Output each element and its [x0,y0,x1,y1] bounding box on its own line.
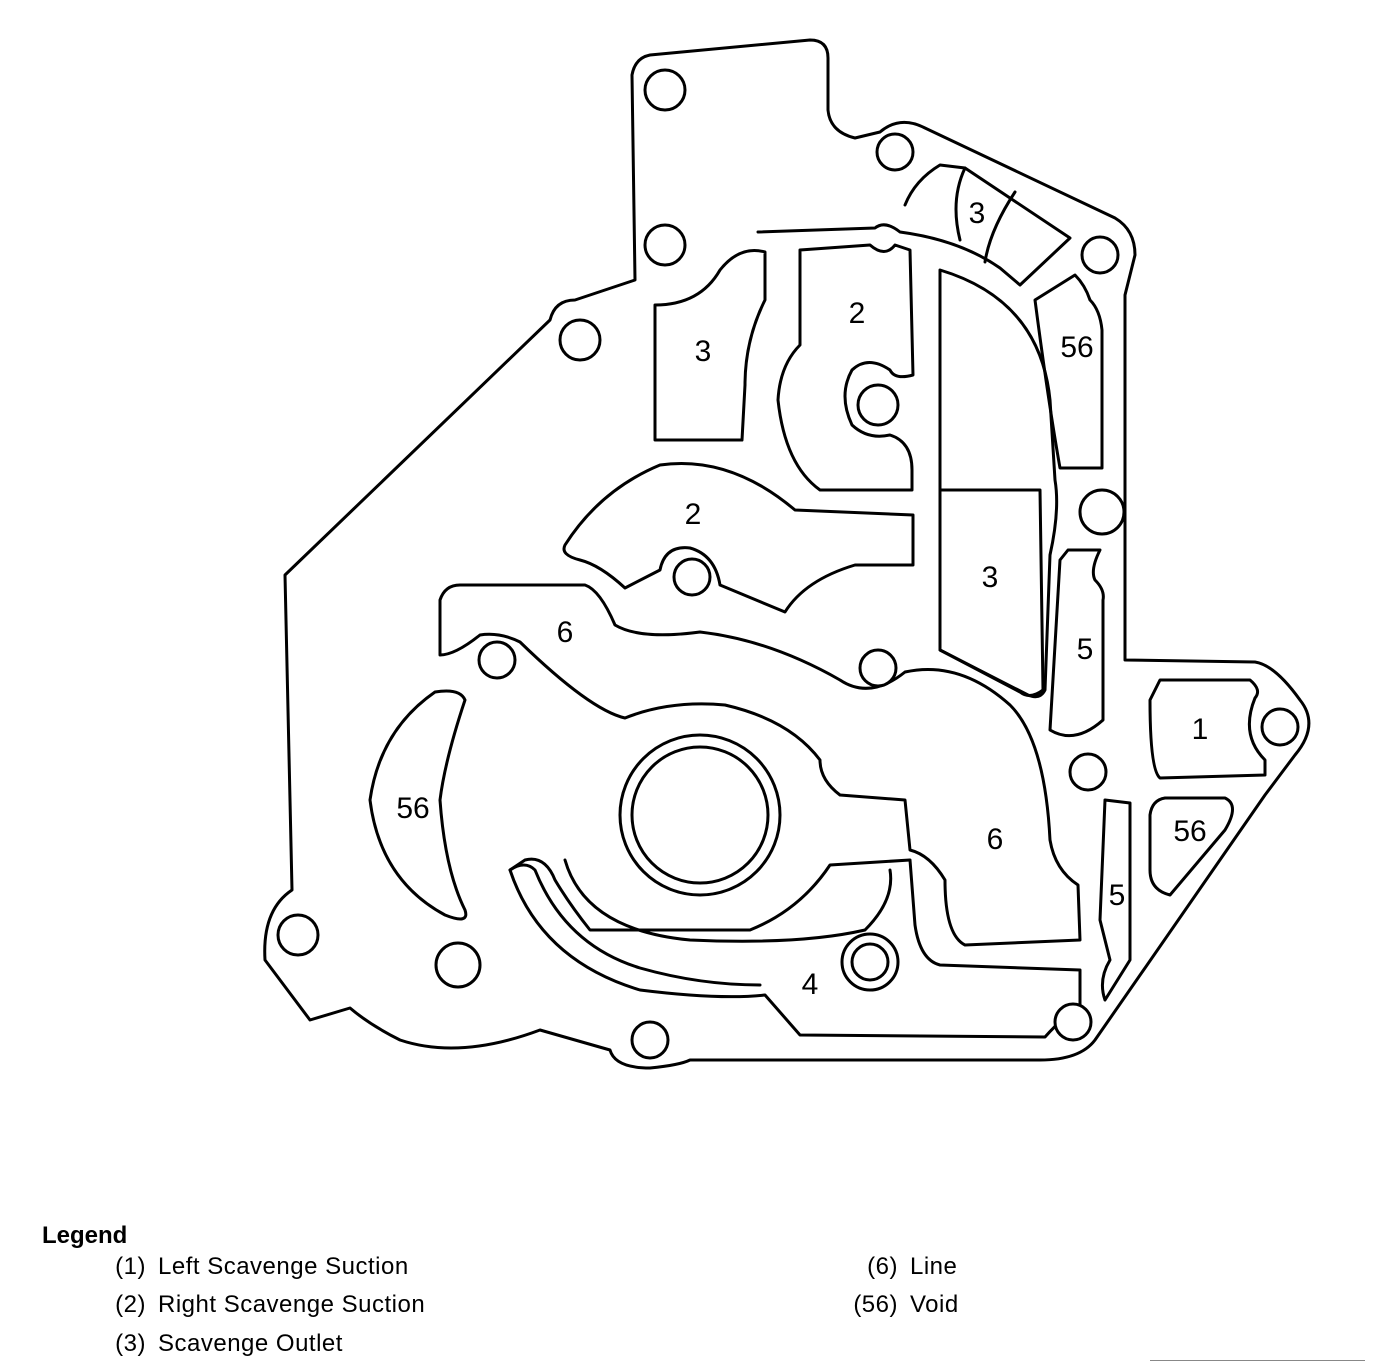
region-label: 1 [1192,713,1209,746]
gasket-diagram: 3 2 56 3 2 3 6 5 1 56 56 6 5 4 [263,38,1311,1070]
passage-line [438,583,1082,947]
region-label: 2 [849,297,866,330]
bolt-hole [643,223,687,267]
bolt-hole [856,383,900,427]
passage-scavenge-outlet-center [938,488,1045,697]
region-label: 6 [987,823,1004,856]
passage-4-outline [508,863,762,987]
legend-item-label: Void [910,1291,959,1318]
bolt-hole [1078,488,1126,536]
passage-lower-arc-outer [508,857,1082,1039]
bolt-hole [643,68,687,112]
bolt-hole [1260,707,1300,747]
legend-item: (3) Scavenge Outlet [108,1330,343,1358]
void-left-outline [368,689,468,921]
bolt-hole [850,942,890,982]
bolt-hole [276,913,320,957]
bolt-hole [1053,1002,1093,1042]
legend-item: (2) Right Scavenge Suction [108,1291,425,1319]
bolt-hole [558,318,602,362]
bolt-hole [875,132,915,172]
bolt-hole [434,941,482,989]
region-labels: 3 2 56 3 2 3 6 5 1 56 56 6 5 4 [396,197,1208,1001]
legend-item-number: (2) [115,1291,146,1318]
region-label: 3 [695,335,712,368]
passage-left-scavenge-suction [1148,678,1267,780]
legend-item: (6) Line [846,1253,957,1281]
legend-title: Legend [42,1222,128,1249]
bolt-holes [276,68,1300,1060]
region-label: 56 [396,792,429,825]
legend-item-label: Right Scavenge Suction [158,1291,426,1318]
passage-scavenge-outlet-left [653,249,767,442]
passage-right-scavenge-suction-upper [776,243,915,492]
region-label: 56 [1060,331,1093,364]
region-label: 2 [685,498,702,531]
legend-item-number: (3) [115,1330,146,1357]
gasket-outer-outline [263,38,1311,1070]
legend-item-number: (1) [115,1253,146,1280]
legend-item-label: Line [910,1253,958,1280]
bolt-hole [477,640,517,680]
void-lower-right-outline [1148,796,1234,897]
region-label: 3 [982,561,999,594]
center-bore-inner [630,745,770,885]
region-label: 56 [1173,815,1206,848]
passage-right-scavenge-suction-middle [562,461,915,614]
passage-5-upper-outline [1048,548,1105,738]
region-label: 5 [1077,633,1094,666]
legend-item-number: (56) [853,1291,898,1318]
legend-item: (56) Void [846,1291,959,1319]
region-label: 6 [557,616,574,649]
bolt-hole [1068,752,1108,792]
region-label: 5 [1109,879,1126,912]
region-label: 4 [802,968,819,1001]
region-label: 3 [969,197,986,230]
footer-rule [1150,1360,1365,1361]
legend-item-number: (6) [867,1253,898,1280]
passage-lower-arc-inner [563,858,893,943]
passage-scavenge-outlet-top [756,163,1072,287]
passage-vertical-channel [938,268,1059,699]
legend-item-label: Scavenge Outlet [158,1330,343,1357]
passage-outlet-divider [954,166,1017,264]
bolt-hole [858,648,898,688]
passage-5-lower-outline [1098,798,1132,1002]
legend-item: (1) Left Scavenge Suction [108,1253,409,1281]
void-upper-right-outline [1033,273,1104,470]
bolt-hole [1080,235,1120,275]
legend-item-label: Left Scavenge Suction [158,1253,409,1280]
bolt-hole [672,557,712,597]
bolt-hole [630,1020,670,1060]
